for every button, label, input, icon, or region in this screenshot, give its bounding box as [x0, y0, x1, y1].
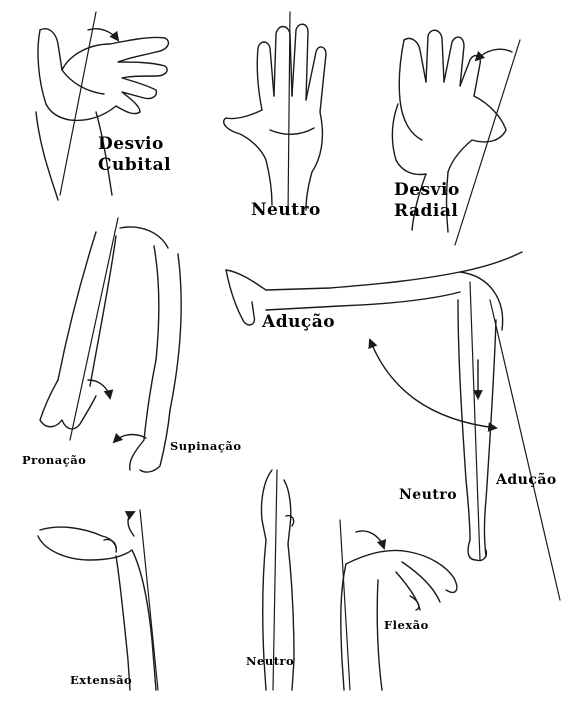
label-desvio-radial-line2: Radial: [394, 203, 460, 220]
label-neutro-wrist: Neutro: [246, 656, 294, 668]
label-desvio-radial: Desvio Radial: [394, 182, 460, 220]
label-pronacao: Pronação: [22, 455, 86, 467]
label-neutro-hand: Neutro: [251, 202, 321, 219]
label-extensao: Extensão: [70, 675, 132, 687]
label-supinacao: Supinação: [170, 441, 242, 453]
label-aducao-right: Adução: [496, 473, 557, 487]
wrist-extension-drawing: [38, 510, 158, 690]
label-desvio-cubital-line1: Desvio: [98, 134, 164, 154]
arm-pronation-supination-drawing: [40, 218, 181, 472]
hand-neutral-drawing: [224, 12, 326, 215]
label-neutro-shoulder: Neutro: [399, 488, 457, 502]
label-desvio-cubital-line2: Cubital: [98, 157, 171, 174]
label-flexao: Flexão: [384, 620, 429, 632]
wrist-flexion-drawing: [340, 520, 457, 690]
label-aducao-top: Adução: [262, 314, 335, 331]
label-desvio-radial-line1: Desvio: [394, 180, 460, 200]
label-desvio-cubital: Desvio Cubital: [98, 136, 171, 174]
